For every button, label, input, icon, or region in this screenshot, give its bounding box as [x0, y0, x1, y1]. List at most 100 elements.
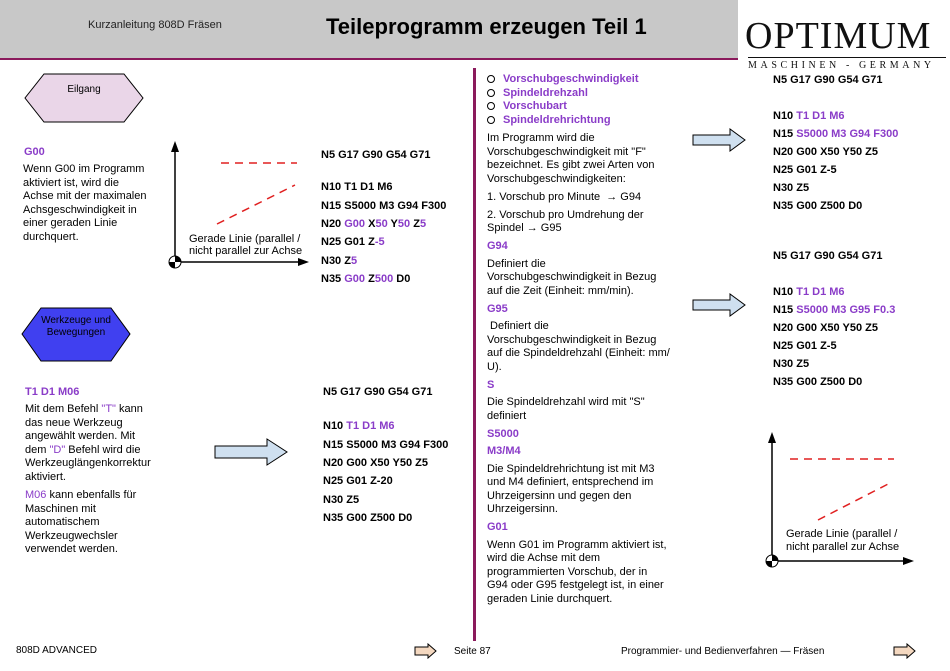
text-line: aktiviert ist, wird die — [23, 176, 119, 189]
paragraph: Die Spindeldrehzahl wird mit "S"definier… — [487, 396, 645, 422]
brand-tagline: MASCHINEN - GERMANY — [748, 60, 935, 71]
code-line: N5 G17 G90 G54 G71 — [321, 149, 431, 161]
code-line: N30 Z5 — [323, 494, 360, 506]
code-line: N30 Z5 — [773, 358, 810, 370]
code-line: N10 T1 D1 M6 — [321, 181, 393, 193]
right-arrow-icon-3 — [692, 293, 746, 317]
column-separator — [473, 68, 476, 641]
text-line: M06 kann ebenfalls für — [25, 489, 137, 501]
code-line: N5 G17 G90 G54 G71 — [323, 386, 433, 398]
code-line: N5 G17 G90 G54 G71 — [773, 250, 883, 262]
footer-section: Programmier- und Bedienverfahren — Fräse… — [621, 646, 825, 657]
text-line: Mit dem Befehl "T" kann — [25, 403, 143, 415]
code-line: N35 G00 Z500 D0 — [773, 200, 863, 212]
text-line: verwendet werden. — [25, 543, 118, 555]
text-line: durchquert. — [23, 230, 79, 243]
logo-rule — [748, 57, 946, 58]
text-line: dem "D" Befehl wird die — [25, 443, 141, 456]
code-line: N20 G00 X50 Y50 Z5 — [321, 218, 427, 230]
diagonal-dashed-line-2 — [817, 481, 893, 521]
straight-line-graph-2 — [765, 432, 914, 568]
text-line: Achsgeschwindigkeit in — [23, 203, 137, 216]
code-line: N35 G00 Z500 D0 — [323, 512, 413, 524]
code-line: N25 G01 Z-5 — [773, 340, 837, 352]
code-line: N25 G01 Z-20 — [323, 475, 393, 487]
text-line: Wenn G00 im Programm — [23, 163, 145, 175]
paragraph: 1. Vorschub pro Minute → G94 — [487, 190, 642, 203]
page-number: Seite 87 — [454, 646, 491, 657]
x-axis-arrow-icon-2 — [903, 557, 914, 565]
code-line: N5 G17 G90 G54 G71 — [773, 74, 883, 86]
logo-area — [738, 0, 950, 70]
code-line: N10 T1 D1 M6 — [773, 286, 845, 298]
straight-line-graph — [168, 141, 309, 269]
section-heading: G94 — [487, 240, 508, 252]
text-line: angewählt werden. Mit — [25, 430, 136, 442]
header-rule — [0, 58, 738, 60]
code-line: N15 S5000 M3 G95 F0.3 — [773, 304, 896, 316]
bullet-circle-icon — [487, 115, 495, 124]
text-line: Gerade Linie (parallel / — [189, 233, 301, 245]
bullet-item: Vorschubart — [487, 100, 639, 114]
section-heading: G95 — [487, 302, 508, 315]
text-line: nicht parallel zur Achse — [189, 245, 303, 257]
graph2-label: Gerade Linie (parallel /nicht parallel z… — [786, 528, 899, 553]
werkzeuge-hexagon: Werkzeuge und Bewegungen — [21, 307, 131, 362]
next-page-arrow-icon[interactable] — [893, 643, 917, 659]
text-line: Achse mit der maximalen — [23, 190, 147, 202]
x-axis-arrow-icon — [298, 258, 309, 266]
werkzeuge-label-1: Werkzeuge und — [41, 315, 111, 326]
right-arrow-icon — [214, 438, 288, 466]
text-line: aktiviert. — [25, 470, 66, 483]
werkzeuge-label-2: Bewegungen — [47, 327, 105, 338]
bullet-item: Vorschubgeschwindigkeit — [487, 73, 639, 87]
text-line: einer geraden Linie — [23, 217, 118, 229]
footer-arrow-icon — [414, 643, 437, 659]
g00-heading: G00 — [24, 146, 45, 158]
code-line: N30 Z5 — [321, 255, 358, 267]
code-line: N10 T1 D1 M6 — [773, 110, 845, 122]
brand-logo: OPTIMUM — [745, 15, 932, 57]
bullet-circle-icon — [487, 102, 495, 110]
footer-product: 808D ADVANCED — [16, 645, 97, 656]
code-line: N25 G01 Z-5 — [773, 164, 837, 176]
bullet-circle-icon — [487, 88, 495, 97]
text-line: Gerade Linie (parallel / — [786, 528, 898, 540]
text-line: Werkzeuglängenkorrektur — [25, 457, 151, 469]
code-line: N20 G00 X50 Y50 Z5 — [773, 322, 878, 334]
code-line: N15 S5000 M3 G94 F300 — [773, 128, 899, 140]
bullet-item: Spindeldrehrichtung — [487, 114, 639, 128]
code-line: N35 G00 Z500 D0 — [773, 376, 863, 388]
diagonal-dashed-line — [216, 184, 296, 225]
section-heading: M3/M4 — [487, 445, 521, 457]
code-line: N30 Z5 — [773, 182, 810, 194]
page-title: Teileprogramm erzeugen Teil 1 — [326, 14, 647, 39]
code-line: N15 S5000 M3 G94 F300 — [323, 439, 449, 451]
y-axis-arrow-icon-2 — [768, 432, 776, 443]
eilgang-label: Eilgang — [67, 84, 100, 95]
code-line: N20 G00 X50 Y50 Z5 — [323, 457, 428, 469]
eilgang-hexagon: Eilgang — [24, 73, 144, 123]
code-line: N10 T1 D1 M6 — [323, 420, 395, 432]
paragraph: Wenn G01 im Programm aktiviert ist,wird … — [487, 538, 667, 605]
code-line: N15 S5000 M3 G94 F300 — [321, 200, 447, 212]
section-heading: S5000 — [487, 427, 519, 440]
bullet-circle-icon — [487, 75, 495, 83]
t1-heading: T1 D1 M06 — [25, 386, 80, 398]
graph1-label: Gerade Linie (parallel /nicht parallel z… — [189, 233, 302, 257]
code-line: N25 G01 Z-5 — [321, 236, 385, 248]
text-line: das neue Werkzeug — [25, 416, 123, 429]
